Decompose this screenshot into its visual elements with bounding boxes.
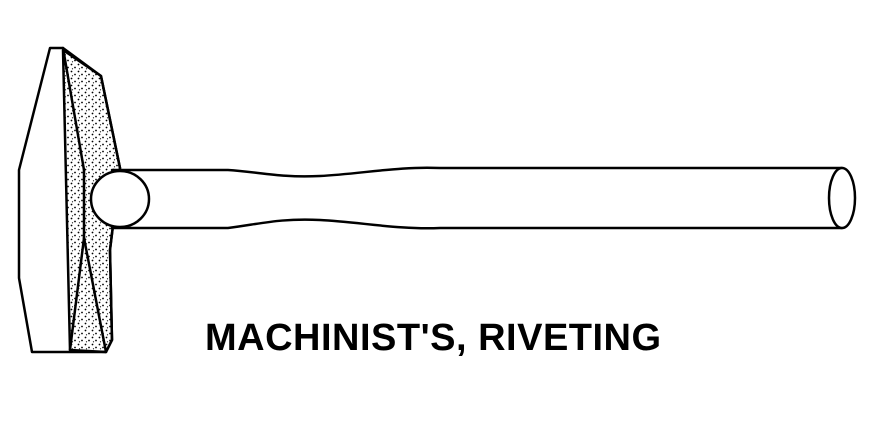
head-front-face [17, 46, 122, 354]
hammer-handle [89, 166, 857, 230]
figure-caption: MACHINIST'S, RIVETING [205, 317, 662, 359]
handle-socket [89, 169, 151, 229]
handle-end [827, 166, 857, 230]
handle-outline [110, 166, 844, 230]
